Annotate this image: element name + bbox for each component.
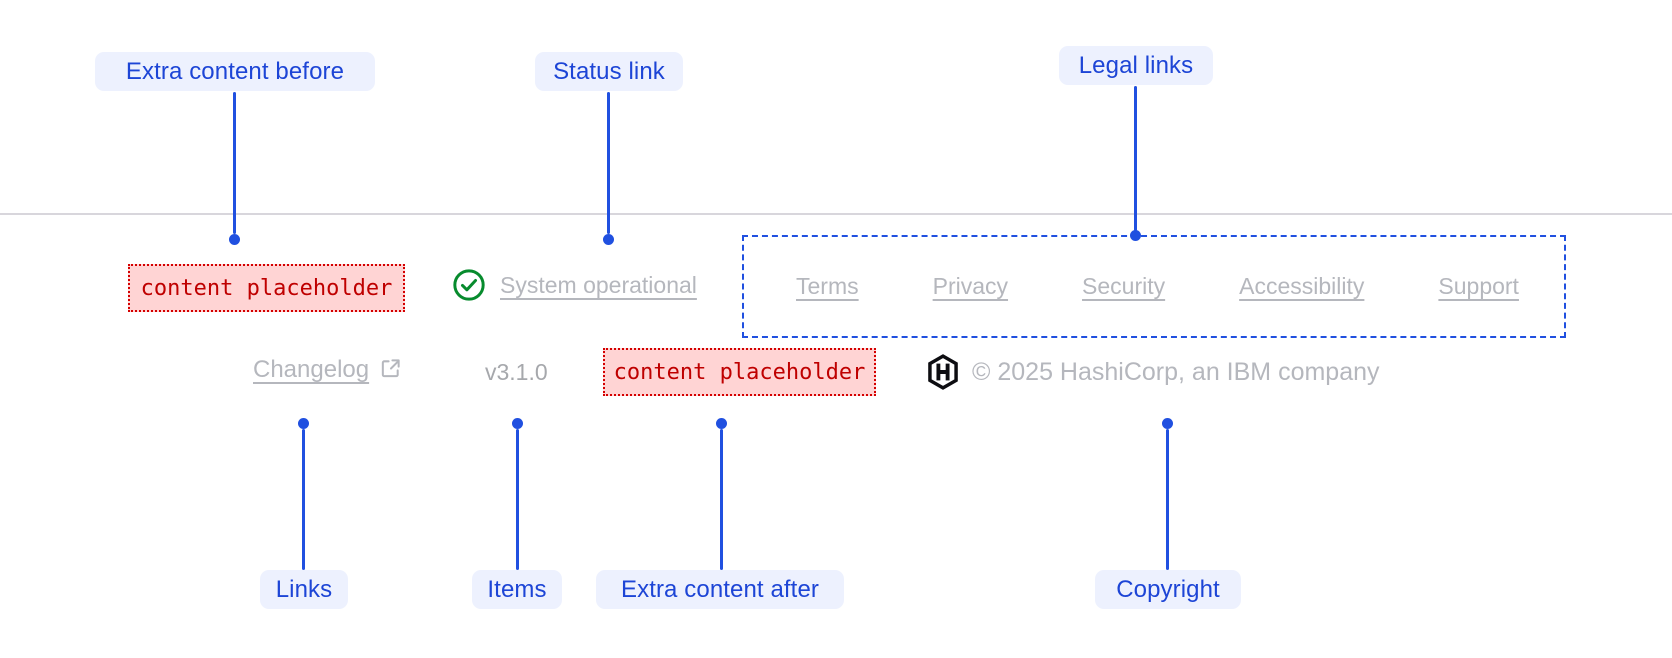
connector-dot-copyright xyxy=(1162,418,1173,429)
changelog-link-label[interactable]: Changelog xyxy=(253,356,370,383)
legal-link-privacy[interactable]: Privacy xyxy=(932,273,1009,299)
annotation-label-extra-content-before: Extra content before xyxy=(95,52,375,91)
extra-content-after-placeholder: content placeholder xyxy=(603,348,876,396)
legal-link-security[interactable]: Security xyxy=(1082,273,1166,299)
placeholder-text: content placeholder xyxy=(140,275,393,301)
extra-content-before-placeholder: content placeholder xyxy=(128,264,405,312)
placeholder-text: content placeholder xyxy=(613,359,866,385)
copyright: © 2025 HashiCorp, an IBM company xyxy=(926,354,1380,390)
footer-top-divider xyxy=(0,213,1672,215)
connector-line-status-link xyxy=(607,92,610,234)
connector-dot-status-link xyxy=(603,234,614,245)
legal-link-support[interactable]: Support xyxy=(1438,273,1519,299)
external-link-icon xyxy=(381,359,400,378)
legal-links-region: Terms Privacy Security Accessibility Sup… xyxy=(742,235,1566,338)
legal-link-terms[interactable]: Terms xyxy=(796,273,859,299)
annotation-label-text: Extra content before xyxy=(125,57,345,85)
legal-link-accessibility[interactable]: Accessibility xyxy=(1239,273,1365,299)
status-link[interactable]: System operational xyxy=(452,268,697,302)
annotation-label-copyright: Copyright xyxy=(1095,570,1241,609)
annotation-label-text: Links xyxy=(275,575,333,603)
annotation-label-text: Legal links xyxy=(1078,51,1194,79)
version-item: v3.1.0 xyxy=(485,359,548,385)
connector-line-links xyxy=(302,429,305,570)
annotation-label-text: Status link xyxy=(553,57,665,85)
annotation-label-status-link: Status link xyxy=(535,52,683,91)
annotation-label-items: Items xyxy=(472,570,562,609)
hashicorp-logo-icon xyxy=(928,354,958,390)
check-circle-icon xyxy=(453,269,485,301)
connector-line-items xyxy=(516,429,519,570)
connector-dot-extra-content-after xyxy=(716,418,727,429)
connector-line-extra-content-before xyxy=(233,92,236,234)
connector-dot-items xyxy=(512,418,523,429)
annotation-label-legal-links: Legal links xyxy=(1059,46,1213,85)
connector-line-legal-links xyxy=(1134,86,1137,231)
annotation-label-text: Copyright xyxy=(1116,575,1220,603)
connector-line-extra-content-after xyxy=(720,429,723,570)
annotation-label-text: Extra content after xyxy=(620,575,819,603)
copyright-text: © 2025 HashiCorp, an IBM company xyxy=(972,357,1380,386)
annotation-label-text: Items xyxy=(487,575,547,603)
connector-dot-extra-content-before xyxy=(229,234,240,245)
changelog-link[interactable]: Changelog xyxy=(253,356,402,384)
annotation-label-extra-content-after: Extra content after xyxy=(596,570,844,609)
status-link-label[interactable]: System operational xyxy=(500,271,697,298)
annotation-label-links: Links xyxy=(260,570,348,609)
connector-dot-links xyxy=(298,418,309,429)
connector-line-copyright xyxy=(1166,429,1169,570)
